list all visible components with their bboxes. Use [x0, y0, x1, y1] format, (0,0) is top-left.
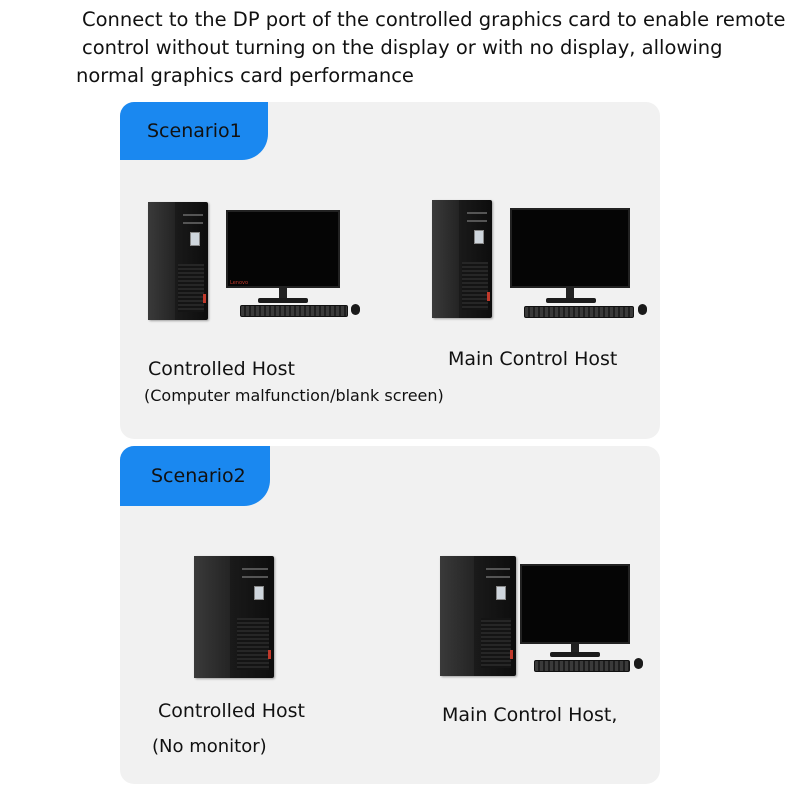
- keyboard-icon: [534, 660, 630, 672]
- main-control-host-label: Main Control Host,: [442, 704, 618, 726]
- mouse-icon: [638, 304, 647, 315]
- controlled-host-no-monitor: [194, 556, 274, 680]
- mouse-icon: [634, 658, 643, 669]
- keyboard-icon: [240, 305, 348, 317]
- main-control-host-label: Main Control Host: [448, 348, 618, 370]
- controlled-host-note: (Computer malfunction/blank screen): [144, 386, 444, 405]
- scenario-1-panel: Scenario1 Lenovo: [120, 102, 660, 439]
- intro-line-3: normal graphics card performance: [76, 64, 414, 87]
- controlled-host-note: (No monitor): [152, 736, 267, 757]
- intro-line-1: Connect to the DP port of the controlled…: [82, 8, 786, 31]
- main-control-host-device: [440, 556, 650, 680]
- scenario-2-panel: Scenario2 Controlled Host (No monitor) M…: [120, 446, 660, 784]
- intro-text: Connect to the DP port of the controlled…: [76, 6, 788, 90]
- controlled-host-label: Controlled Host: [148, 358, 296, 380]
- keyboard-icon: [524, 306, 634, 318]
- monitor-icon: [520, 564, 630, 644]
- monitor-icon: [510, 208, 630, 288]
- monitor-brand: Lenovo: [230, 280, 249, 286]
- intro-line-2: control without turning on the display o…: [82, 36, 723, 59]
- desktop-tower-icon: [432, 200, 492, 318]
- main-control-host-device: [432, 200, 654, 322]
- desktop-tower-icon: [194, 556, 274, 678]
- controlled-host-label: Controlled Host: [158, 700, 306, 722]
- monitor-icon: Lenovo: [226, 210, 340, 288]
- scenario-1-tab: Scenario1: [120, 102, 268, 160]
- desktop-tower-icon: [148, 202, 208, 320]
- desktop-tower-icon: [440, 556, 516, 676]
- mouse-icon: [351, 304, 360, 315]
- scenario-2-tab: Scenario2: [120, 446, 270, 506]
- controlled-host-with-monitor: Lenovo: [148, 202, 368, 322]
